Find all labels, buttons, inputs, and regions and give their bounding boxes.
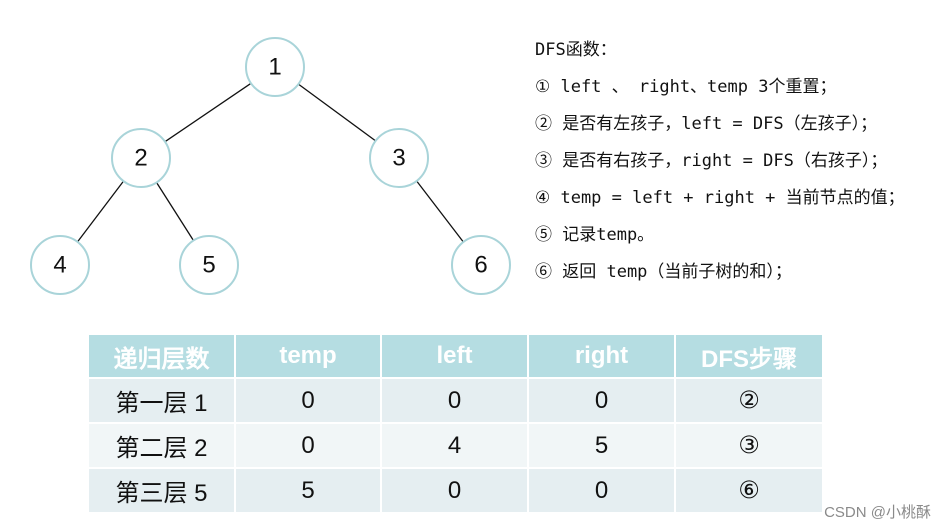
notes-line: ⑥ 返回 temp（当前子树的和）； bbox=[535, 262, 792, 282]
notes-line: ⑤ 记录temp。 bbox=[535, 225, 655, 245]
tree-node-label: 1 bbox=[268, 54, 281, 81]
tree-edge bbox=[164, 82, 252, 143]
tree-edge bbox=[156, 182, 194, 241]
table-cell: ⑥ bbox=[675, 467, 822, 512]
tree-node-circle bbox=[245, 37, 305, 97]
table-row: 第二层 2 0 4 5 ③ bbox=[89, 422, 822, 468]
table-cell: 0 bbox=[235, 377, 382, 423]
tree-node: 5 bbox=[179, 235, 239, 295]
table-cell: 5 bbox=[235, 467, 382, 512]
notes-line: ① left 、 right、temp 3个重置； bbox=[535, 77, 837, 97]
table-cell: 0 bbox=[381, 377, 529, 423]
notes-line: DFS函数： bbox=[535, 40, 617, 60]
table-header-row: 递归层数 temp left right DFS步骤 bbox=[89, 335, 822, 378]
table-cell: 0 bbox=[528, 377, 676, 423]
tree-node-label: 3 bbox=[392, 145, 405, 172]
table-cell: 5 bbox=[528, 422, 676, 468]
tree-node: 6 bbox=[451, 235, 511, 295]
tree-node-circle bbox=[369, 128, 429, 188]
tree-edge bbox=[297, 83, 377, 142]
table-row: 第一层 1 0 0 0 ② bbox=[89, 377, 822, 423]
notes-line: ③ 是否有右孩子，right = DFS（右孩子）； bbox=[535, 151, 888, 171]
table-row: 第三层 5 5 0 0 ⑥ bbox=[89, 467, 822, 512]
table-cell: 第三层 5 bbox=[89, 467, 236, 512]
tree-node-circle bbox=[451, 235, 511, 295]
tree-node: 2 bbox=[111, 128, 171, 188]
tree-edge bbox=[76, 180, 125, 243]
tree-node-label: 2 bbox=[134, 145, 147, 172]
table-cell: 4 bbox=[381, 422, 529, 468]
column-header: DFS步骤 bbox=[675, 335, 822, 378]
tree-node: 1 bbox=[245, 37, 305, 97]
tree-node-label: 5 bbox=[202, 252, 215, 279]
table-cell: ③ bbox=[675, 422, 822, 468]
watermark: CSDN @小桃酥 bbox=[824, 504, 931, 521]
table-cell: 第二层 2 bbox=[89, 422, 236, 468]
tree-node-label: 6 bbox=[474, 252, 487, 279]
tree-node: 3 bbox=[369, 128, 429, 188]
tree-node-circle bbox=[179, 235, 239, 295]
recursion-table: 递归层数 temp left right DFS步骤 第一层 1 0 0 0 ②… bbox=[89, 335, 822, 512]
dfs-function-notes: DFS函数： ① left 、 right、temp 3个重置； ② 是否有左孩… bbox=[535, 36, 905, 295]
notes-line: ④ temp = left + right + 当前节点的值； bbox=[535, 188, 905, 208]
column-header: temp bbox=[235, 335, 382, 378]
column-header: right bbox=[528, 335, 676, 378]
notes-line: ② 是否有左孩子，left = DFS（左孩子）； bbox=[535, 114, 878, 134]
column-header: left bbox=[381, 335, 529, 378]
tree-node-circle bbox=[30, 235, 90, 295]
table-cell: ② bbox=[675, 377, 822, 423]
tree-node-label: 4 bbox=[53, 252, 66, 279]
tree-edge bbox=[416, 180, 464, 243]
table-cell: 0 bbox=[235, 422, 382, 468]
tree-node: 4 bbox=[30, 235, 90, 295]
binary-tree-diagram: 1 2 3 4 5 6 bbox=[30, 37, 511, 295]
column-header: 递归层数 bbox=[89, 335, 236, 378]
table-cell: 0 bbox=[528, 467, 676, 512]
table-cell: 0 bbox=[381, 467, 529, 512]
tree-node-circle bbox=[111, 128, 171, 188]
table-cell: 第一层 1 bbox=[89, 377, 236, 423]
